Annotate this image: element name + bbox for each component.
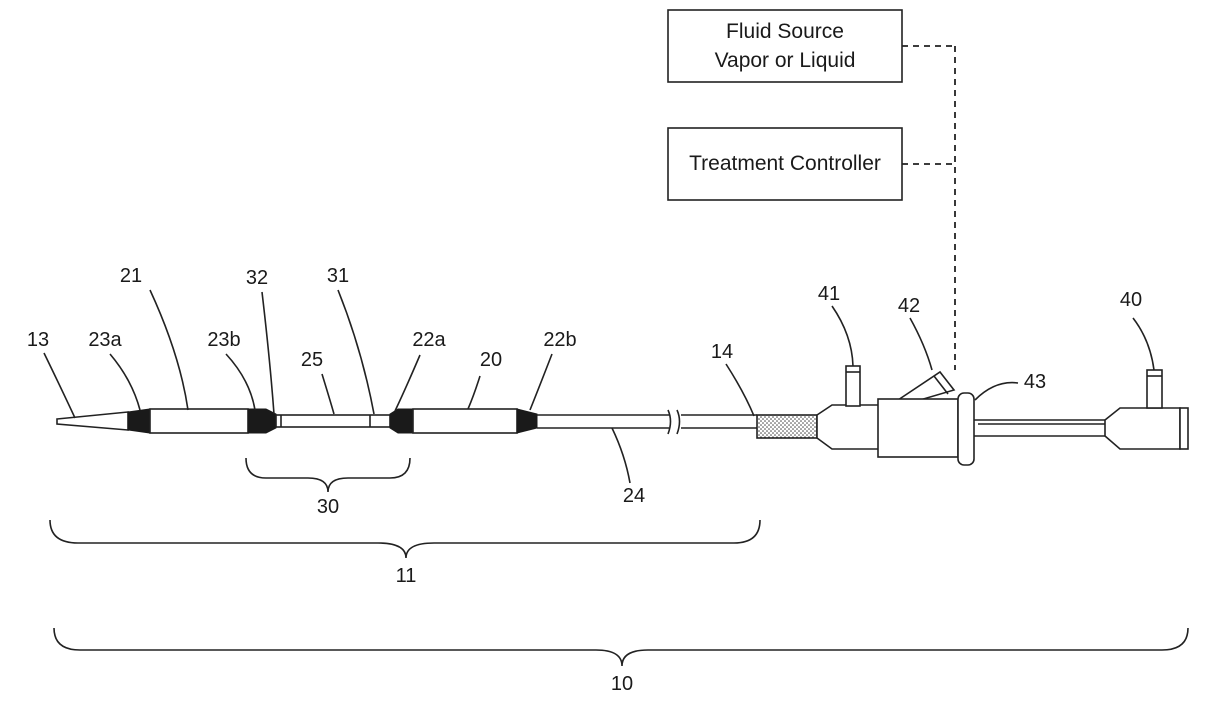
balloon-20 <box>413 409 517 433</box>
marker-band-22a <box>390 409 413 433</box>
label-41: 41 <box>818 283 840 305</box>
fluid-source-label-line2: Vapor or Liquid <box>715 49 856 72</box>
label-14: 14 <box>711 341 733 363</box>
label-30: 30 <box>317 496 339 518</box>
label-22b: 22b <box>543 329 576 351</box>
proximal-section-14 <box>757 415 817 438</box>
rear-connector-40 <box>1105 370 1188 449</box>
bracket-30 <box>246 458 410 492</box>
label-42: 42 <box>898 295 920 317</box>
marker-band-22b <box>517 409 537 433</box>
label-24: 24 <box>623 485 645 507</box>
label-22a: 22a <box>412 329 446 351</box>
bracket-10 <box>54 628 1188 666</box>
shaft-24 <box>537 410 757 434</box>
handle-body <box>878 399 958 457</box>
handle-taper <box>817 405 880 449</box>
label-32: 32 <box>246 267 268 289</box>
leader-lines <box>44 290 1154 483</box>
marker-band-23a <box>128 409 150 433</box>
treatment-controller-label: Treatment Controller <box>689 152 881 175</box>
port-41 <box>846 366 860 406</box>
label-11: 11 <box>396 565 417 587</box>
marker-band-23b <box>248 409 276 433</box>
catheter-tip <box>57 412 128 430</box>
dashed-connections <box>902 46 955 370</box>
bracket-11 <box>50 520 760 558</box>
port-42 <box>898 372 954 400</box>
label-21: 21 <box>120 265 142 287</box>
label-13: 13 <box>27 329 49 351</box>
label-25: 25 <box>301 349 323 371</box>
label-10: 10 <box>611 673 633 695</box>
treatment-controller-box: Treatment Controller <box>668 128 902 200</box>
fluid-source-box: Fluid Source Vapor or Liquid <box>668 10 902 82</box>
knob-43 <box>958 393 974 465</box>
balloon-21 <box>150 409 248 433</box>
label-40: 40 <box>1120 289 1142 311</box>
rear-shaft <box>974 420 1105 436</box>
label-23a: 23a <box>88 329 122 351</box>
label-23b: 23b <box>207 329 240 351</box>
fluid-source-label-line1: Fluid Source <box>726 20 844 43</box>
shaft-segment-25 <box>276 415 390 427</box>
label-20: 20 <box>480 349 502 371</box>
label-31: 31 <box>327 265 349 287</box>
label-43: 43 <box>1024 371 1046 393</box>
